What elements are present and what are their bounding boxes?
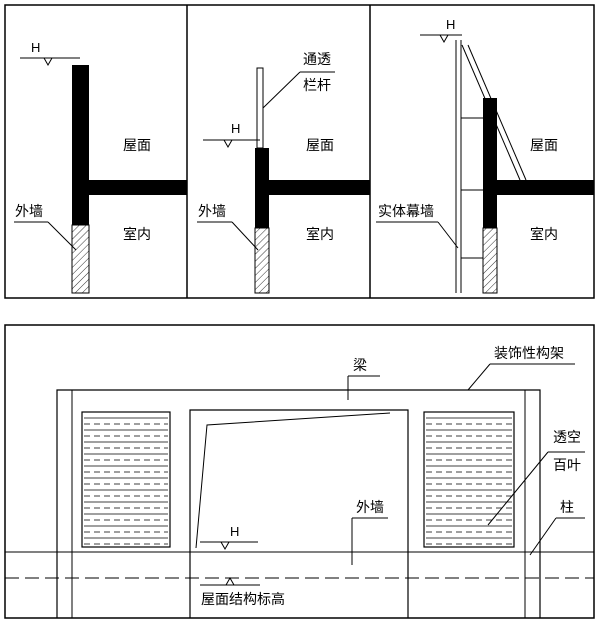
decorative-frame-callout: 装饰性构架: [467, 346, 575, 391]
roof-label: 屋面: [306, 138, 334, 154]
h-marker-label: H: [446, 17, 455, 32]
outer-wall-hatched: [71, 224, 90, 294]
parapet-wall: [483, 98, 497, 228]
outer-wall-callout: 外墙: [351, 500, 388, 565]
h-marker-2: H: [203, 121, 260, 149]
outer-wall-hatched: [254, 227, 270, 294]
louver-callout: 透空 百叶: [487, 430, 585, 526]
outer-wall-label: 外墙: [198, 204, 226, 220]
sloped-outer-wall-line: [195, 412, 391, 549]
bottom-panel: 梁 装饰性构架 透空 百叶 外墙 柱: [4, 324, 595, 619]
railing-callout: 通透 栏杆: [262, 52, 335, 109]
indoor-label: 室内: [530, 226, 558, 243]
bottom-panel-frame: [4, 324, 595, 619]
roof-label: 屋面: [530, 138, 558, 154]
outer-wall-hatched: [482, 227, 498, 294]
roof-slab: [72, 180, 187, 195]
railing-label-line2: 栏杆: [303, 78, 331, 94]
h-marker-label: H: [230, 524, 239, 539]
louver-label-line1: 透空: [553, 430, 581, 446]
h-marker-bottom: H: [200, 524, 258, 551]
decorative-frame-label: 装饰性构架: [494, 346, 564, 362]
transparent-railing: [256, 67, 264, 149]
h-marker-3: H: [420, 17, 462, 44]
louver-left: [81, 411, 171, 548]
outer-wall-label: 外墙: [356, 500, 384, 516]
solid-curtain-wall: [455, 40, 527, 293]
decorative-frame-outer: [56, 389, 541, 618]
parapet-wall: [72, 65, 89, 225]
h-marker-label: H: [231, 121, 240, 136]
indoor-label: 室内: [123, 226, 151, 243]
roof-slab: [483, 180, 594, 195]
beam-callout: 梁: [347, 358, 380, 400]
outer-wall-callout: 外墙: [14, 204, 77, 251]
outer-wall-label: 外墙: [15, 204, 43, 220]
louver-slats-left: [84, 417, 168, 545]
indoor-label: 室内: [306, 226, 334, 243]
top-panel-3: H 屋面 实体幕墙 室内: [376, 17, 594, 294]
louver-label-line2: 百叶: [553, 458, 581, 474]
h-marker-1: H: [20, 40, 80, 67]
column-label: 柱: [560, 500, 574, 516]
curtain-wall-label: 实体幕墙: [378, 204, 434, 220]
roof-structure-elevation-label: 屋面结构标高: [201, 591, 285, 608]
top-panels: H 屋面 外墙 室内 H 通透: [4, 4, 595, 299]
top-panel-frame: [4, 4, 595, 299]
beam-label: 梁: [353, 358, 367, 374]
curtain-wall-callout: 实体幕墙: [376, 204, 459, 249]
roof-slab: [255, 180, 370, 195]
roof-label: 屋面: [123, 138, 151, 154]
louver-right: [423, 411, 515, 548]
top-panel-1: H 屋面 外墙 室内: [14, 40, 187, 294]
top-panel-2: H 通透 栏杆 屋面 外墙 室内: [197, 52, 370, 294]
column-callout: 柱: [529, 500, 585, 556]
structure-elevation-marker: 屋面结构标高: [200, 576, 285, 608]
louver-slats-right: [426, 417, 512, 545]
h-marker-label: H: [31, 40, 40, 55]
railing-label-line1: 通透: [303, 52, 331, 68]
frame-inner-opening: [189, 409, 409, 618]
outer-wall-callout: 外墙: [197, 204, 259, 251]
